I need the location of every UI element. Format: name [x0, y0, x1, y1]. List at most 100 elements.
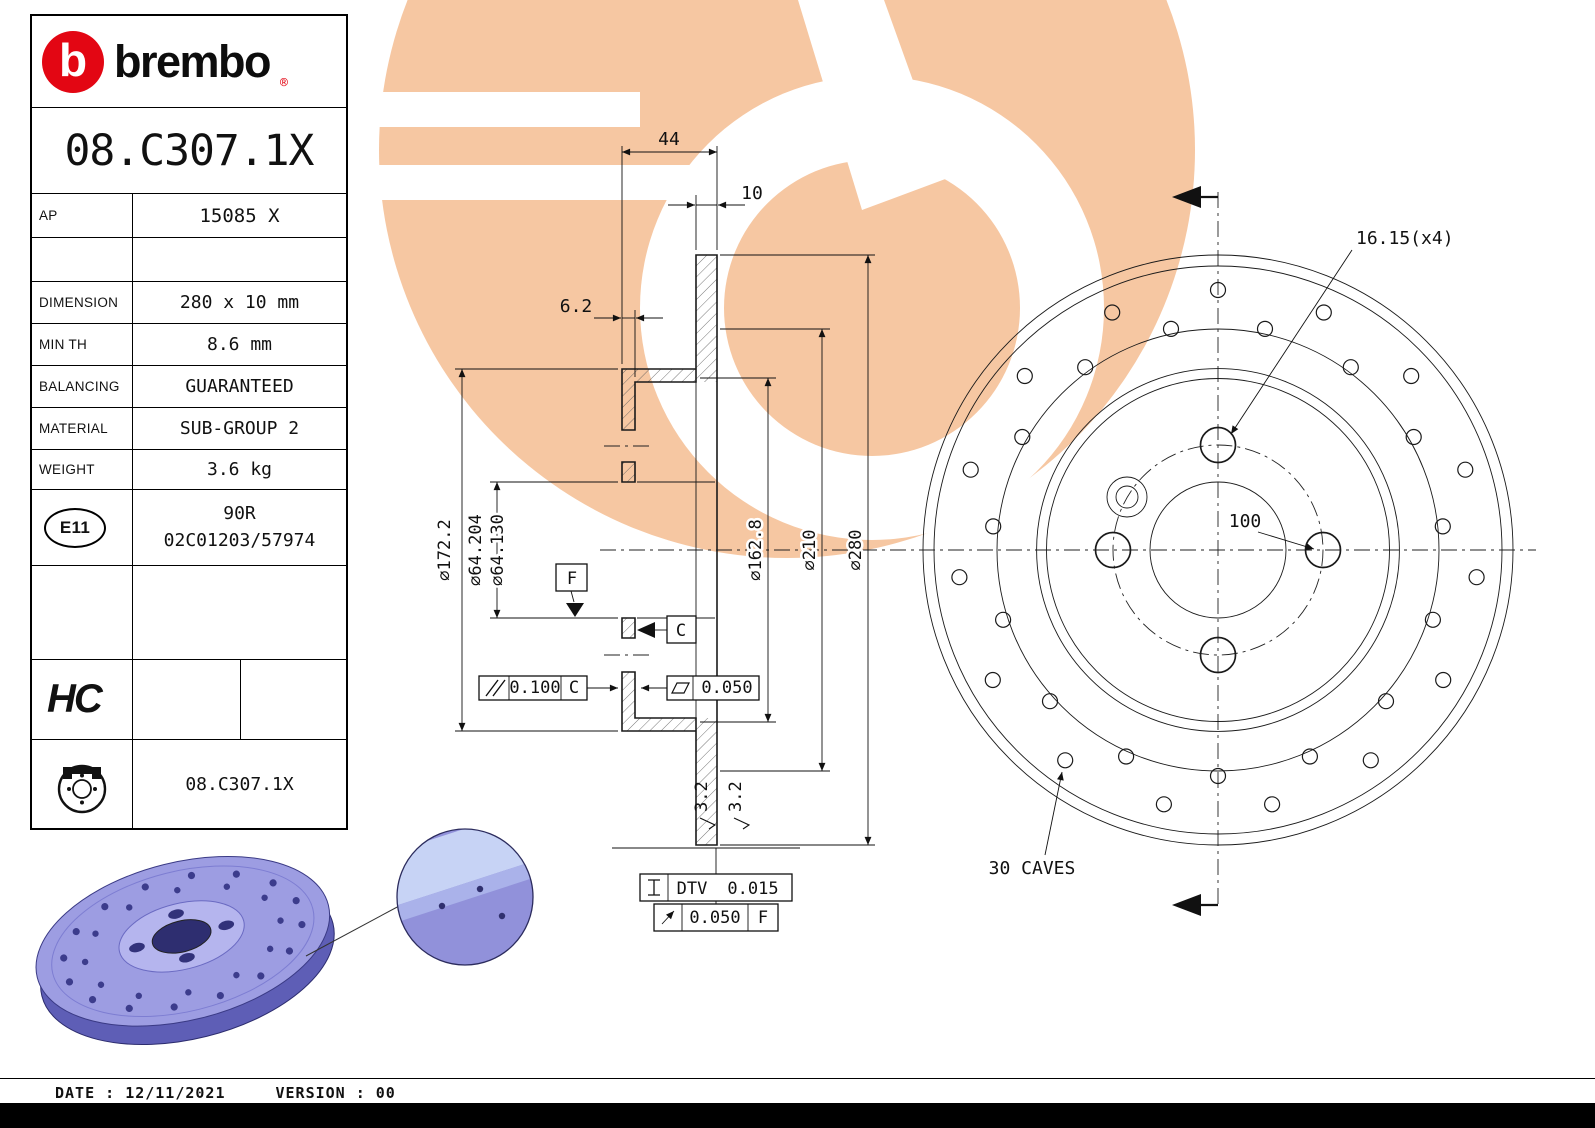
hole — [72, 927, 80, 936]
hole — [269, 879, 277, 887]
hole — [141, 883, 149, 891]
hole — [232, 870, 240, 878]
empty-cell — [132, 238, 346, 281]
hole — [216, 991, 224, 1000]
hole — [277, 917, 284, 924]
dia-mid: ⌀210 — [800, 530, 820, 571]
footer-divider — [0, 1078, 1595, 1079]
spec-row-hc: HC — [32, 660, 346, 740]
spec-row-ap: AP 15085 X — [32, 194, 346, 238]
brembo-watermark — [340, 0, 1195, 558]
e11-cell: E11 — [32, 490, 132, 565]
outer-diameter-circle — [922, 254, 1514, 846]
hole — [1162, 320, 1180, 337]
spec-value-min-th: 8.6 mm — [132, 324, 346, 365]
caves-label: 30 CAVES — [989, 858, 1076, 879]
render-center-bore — [151, 919, 212, 954]
homologation-line2: 02C01203/57974 — [163, 529, 316, 551]
render-drill-dots-outer — [60, 870, 306, 1013]
footer: DATE : 12/11/2021 VERSION : 00 — [55, 1084, 396, 1102]
date-label: DATE : — [55, 1084, 116, 1102]
bolt-hole-dim: 16.15(x4) — [1356, 228, 1454, 249]
bell-circle — [1036, 368, 1400, 732]
dimension-lines — [458, 148, 872, 845]
svg-text:3.2: 3.2 — [692, 781, 712, 812]
brembo-logo-icon: b — [42, 30, 104, 93]
hole — [1256, 320, 1274, 337]
hc-badge: HC — [47, 677, 103, 721]
runout-value: 0.050 — [689, 908, 740, 928]
datum-c-label: C — [676, 621, 686, 641]
hole — [187, 871, 196, 880]
spec-value-balancing: GUARANTEED — [132, 366, 346, 407]
hole — [1057, 752, 1074, 769]
hole — [1405, 428, 1422, 446]
hole — [1342, 359, 1359, 376]
hole — [1301, 748, 1319, 765]
flatness-frame: 0.050 — [641, 675, 760, 701]
spec-row-empty — [32, 238, 346, 282]
spec-label-dimension: DIMENSION — [39, 295, 119, 310]
datum-f: F — [555, 563, 588, 617]
spec-panel: b brembo ® 08.C307.1X AP 15085 X DIMENSI… — [30, 14, 348, 830]
drilled-holes-outer-ring — [951, 281, 1485, 813]
dim-overall-width: 44 — [658, 129, 680, 150]
hole — [1041, 693, 1059, 710]
runout-frame: 0.050 F — [653, 903, 779, 932]
datum-f-triangle — [566, 603, 584, 617]
section-hatch — [622, 255, 717, 845]
hole — [1435, 671, 1452, 689]
spec-value-weight: 3.6 kg — [132, 450, 346, 489]
bolt-circle-dim: 100 — [1229, 511, 1262, 532]
hole — [174, 886, 181, 894]
empty-cell — [132, 566, 346, 659]
svg-text:3.2: 3.2 — [726, 781, 746, 812]
parallelism-frame: 0.100 C — [478, 675, 618, 701]
hole — [985, 518, 1002, 535]
spec-row-balancing: BALANCING GUARANTEED — [32, 366, 346, 408]
dim-thickness: 10 — [741, 183, 763, 204]
part-number-row: 08.C307.1X — [32, 108, 346, 194]
hole — [298, 920, 306, 929]
dia-outer: ⌀280 — [846, 530, 866, 571]
hole — [962, 461, 979, 478]
datum-c: C — [637, 615, 697, 644]
brand-wordmark: brembo — [114, 35, 272, 87]
datum-f-label: F — [567, 569, 577, 589]
brand-logo: b brembo ® — [32, 16, 346, 108]
hole — [92, 930, 99, 937]
center-bore — [1149, 481, 1287, 619]
datum-c-triangle — [637, 622, 655, 638]
hole — [1077, 359, 1094, 376]
hole — [1014, 428, 1031, 446]
hole — [1016, 367, 1033, 385]
parallelism-icon — [485, 679, 506, 697]
hole — [1209, 281, 1227, 299]
hole — [1104, 304, 1121, 321]
dia-bell: ⌀172.2 — [435, 519, 455, 580]
spec-label-material: MATERIAL — [39, 421, 108, 436]
roughness-mark-1: 3.2 — [692, 781, 717, 830]
dtv-value: 0.015 — [727, 879, 778, 899]
registered-trademark: ® — [280, 76, 288, 91]
logo-b-glyph: b — [58, 33, 88, 86]
hole — [1155, 796, 1173, 813]
dim-hat-thickness: 6.2 — [560, 296, 593, 317]
spec-row-weight: WEIGHT 3.6 kg — [32, 450, 346, 490]
chamfer-circle — [933, 265, 1503, 835]
spec-row-min-th: MIN TH 8.6 mm — [32, 324, 346, 366]
runout-icon — [661, 910, 675, 925]
hole — [292, 897, 300, 905]
extension-lines — [455, 146, 875, 904]
bottom-bar — [0, 1103, 1595, 1128]
hole — [170, 1003, 178, 1011]
hole — [126, 904, 133, 911]
section-outline — [621, 254, 718, 846]
runout-datum: F — [758, 908, 768, 928]
spec-row-homologation: E11 90R 02C01203/57974 — [32, 490, 346, 566]
hole — [285, 947, 294, 955]
view-arrow-top — [1172, 186, 1218, 208]
hole — [65, 978, 74, 986]
hole — [135, 992, 143, 1000]
render-bolt-hole — [168, 909, 184, 919]
